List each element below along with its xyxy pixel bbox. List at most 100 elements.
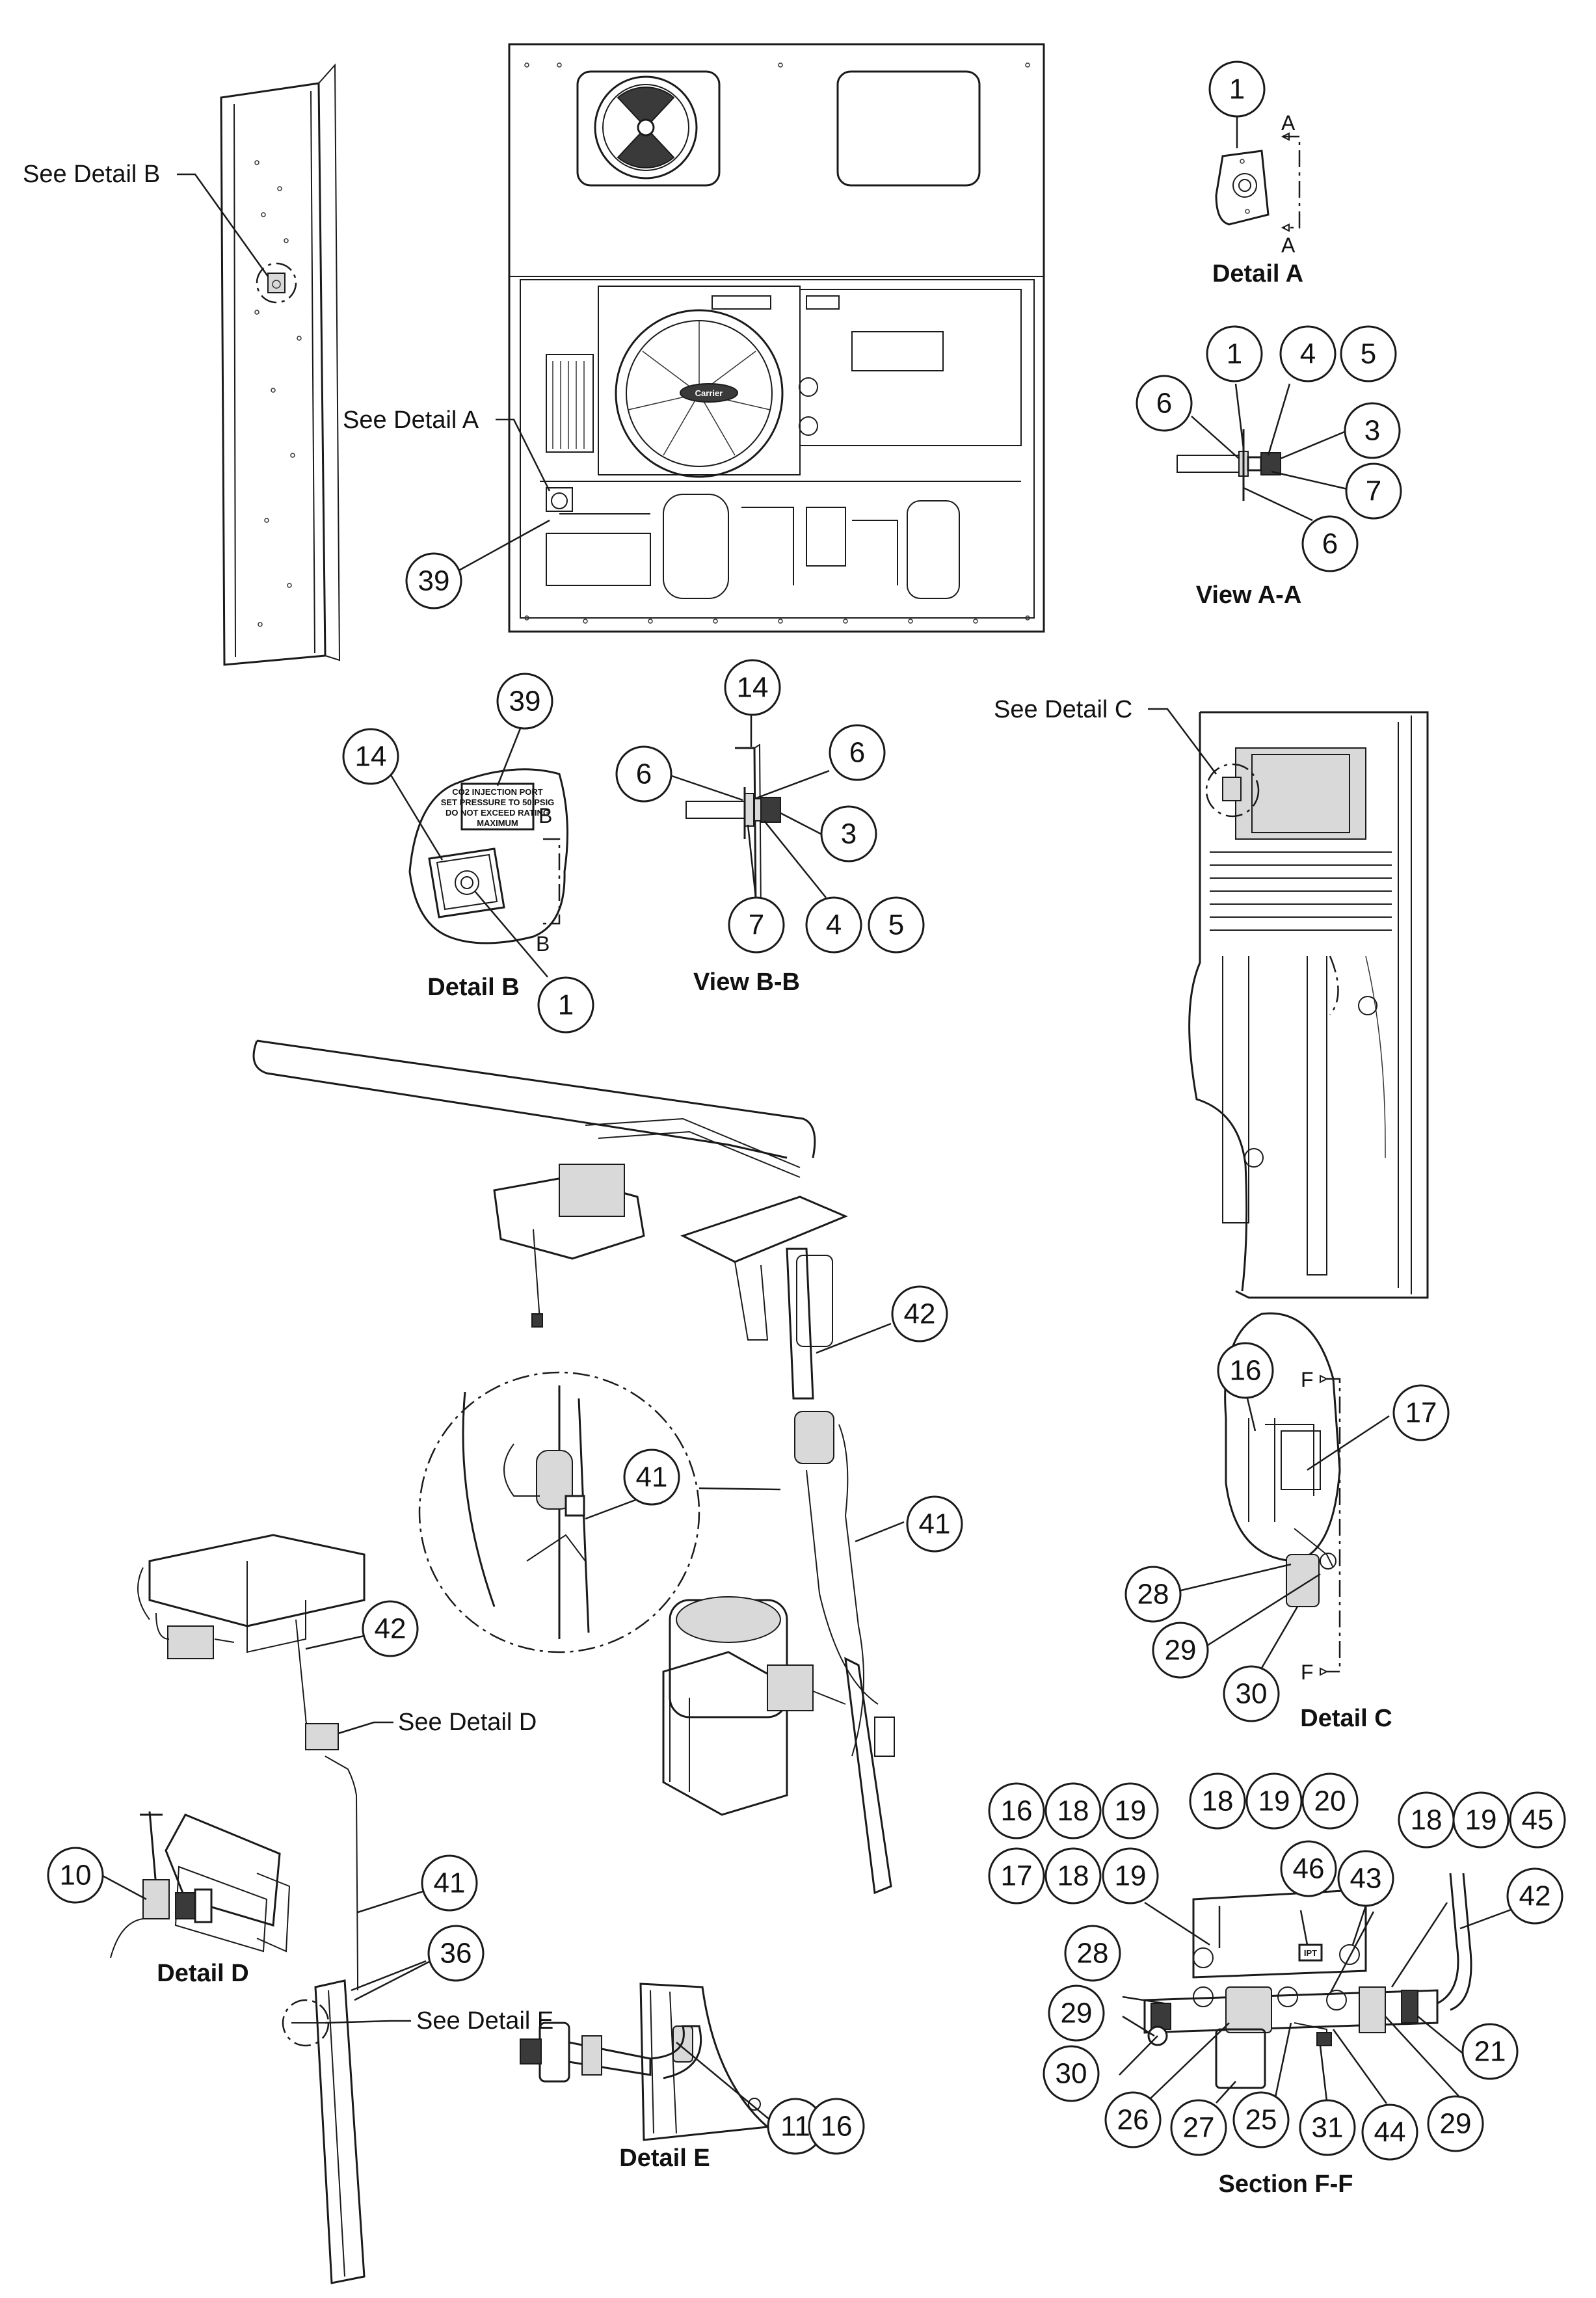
svg-text:18: 18 — [1057, 1795, 1089, 1827]
part-balloon: 19 — [1452, 1791, 1510, 1849]
part-balloon: 44 — [1361, 2104, 1418, 2161]
svg-text:26: 26 — [1117, 2104, 1149, 2136]
svg-text:10: 10 — [60, 1860, 92, 1891]
svg-text:25: 25 — [1245, 2104, 1277, 2136]
svg-text:19: 19 — [1115, 1795, 1147, 1827]
svg-text:19: 19 — [1465, 1804, 1497, 1836]
svg-text:16: 16 — [1230, 1355, 1262, 1387]
svg-text:42: 42 — [1519, 1880, 1551, 1912]
svg-text:18: 18 — [1411, 1804, 1443, 1836]
part-balloon: 29 — [1427, 2095, 1484, 2152]
svg-text:5: 5 — [888, 909, 904, 941]
svg-text:1: 1 — [558, 989, 574, 1021]
part-balloon: 42 — [1506, 1867, 1563, 1925]
svg-text:39: 39 — [509, 686, 541, 717]
svg-text:27: 27 — [1183, 2112, 1215, 2144]
svg-text:6: 6 — [1322, 528, 1338, 560]
unit-side-cutaway — [1188, 711, 1429, 1299]
svg-text:19: 19 — [1115, 1860, 1147, 1892]
part-balloon: 18 — [1044, 1782, 1102, 1839]
part-balloon: 30 — [1043, 2045, 1100, 2102]
part-balloon: 6 — [829, 724, 886, 781]
svg-text:17: 17 — [1001, 1860, 1033, 1892]
part-balloon: 28 — [1124, 1566, 1182, 1623]
detail-d: 10 Detail D — [47, 1811, 291, 1987]
part-balloon: 7 — [728, 896, 785, 954]
see-detail-e-callout: See Detail E — [325, 2007, 553, 2035]
see-detail-a-note: See Detail A — [343, 407, 479, 434]
see-detail-a-callout: See Detail A — [343, 407, 551, 492]
svg-text:16: 16 — [821, 2111, 853, 2143]
part-balloon: 28 — [1064, 1925, 1121, 1982]
part-balloon: 46 — [1280, 1840, 1337, 1897]
magnified-inset — [418, 1371, 781, 1653]
part-balloon: 31 — [1299, 2099, 1356, 2156]
view-aa: 1 4 5 6 3 7 6 View A-A — [1136, 325, 1402, 609]
part-balloon: 29 — [1152, 1622, 1209, 1679]
view-aa-caption: View A-A — [1196, 581, 1302, 609]
svg-text:3: 3 — [1364, 415, 1380, 447]
part-balloon: 19 — [1102, 1782, 1159, 1839]
part-balloon: 29 — [1048, 1984, 1105, 2042]
see-detail-d-note: See Detail D — [398, 1709, 537, 1736]
part-balloon: 4 — [805, 896, 862, 954]
svg-text:14: 14 — [355, 741, 387, 773]
part-balloon: 14 — [724, 659, 781, 716]
see-detail-b-note: See Detail B — [23, 161, 160, 188]
svg-text:7: 7 — [1366, 475, 1381, 507]
detail-c-caption: Detail C — [1300, 1705, 1392, 1732]
svg-text:41: 41 — [919, 1508, 951, 1540]
see-detail-b-callout: See Detail B — [23, 161, 269, 277]
carrier-logo-text: Carrier — [695, 388, 723, 398]
section-ff: IPT 16 — [988, 1772, 1566, 2198]
part-balloon: 4 — [1279, 325, 1337, 382]
unit-front-view: Carrier — [508, 43, 1045, 633]
see-detail-c-note: See Detail C — [994, 696, 1132, 723]
detail-d-caption: Detail D — [157, 1960, 248, 1987]
compressor-assembly — [662, 1596, 895, 1895]
svg-text:6: 6 — [849, 737, 865, 769]
svg-text:19: 19 — [1258, 1785, 1290, 1817]
part-balloon: 14 — [342, 728, 399, 785]
balloon-group-front: 39 — [405, 519, 550, 609]
part-balloon: 42 — [891, 1285, 948, 1343]
svg-text:1: 1 — [1227, 338, 1242, 370]
part-balloon: 25 — [1232, 2091, 1290, 2148]
balloon-36-callout — [351, 1960, 427, 1992]
svg-text:3: 3 — [841, 818, 857, 850]
part-balloon: 36 — [427, 1925, 485, 1982]
svg-text:5: 5 — [1361, 338, 1376, 370]
svg-text:29: 29 — [1061, 1997, 1093, 2029]
plate-line: DO NOT EXCEED RATING — [446, 808, 550, 818]
part-balloon: 16 — [1217, 1342, 1274, 1399]
part-balloon: 16 — [808, 2098, 865, 2155]
svg-text:28: 28 — [1137, 1579, 1169, 1610]
svg-text:21: 21 — [1474, 2036, 1506, 2068]
svg-text:4: 4 — [1300, 338, 1316, 370]
view-bb-caption: View B-B — [693, 969, 800, 996]
plate-line: SET PRESSURE TO 50 PSIG — [441, 797, 555, 807]
plate-line: MAXIMUM — [477, 818, 518, 828]
part-balloon: 7 — [1345, 462, 1402, 520]
part-balloon: 20 — [1301, 1772, 1359, 1830]
part-balloon: 18 — [1189, 1772, 1246, 1830]
svg-text:29: 29 — [1440, 2108, 1472, 2140]
part-balloon: 18 — [1044, 1847, 1102, 1904]
balloon-group-piping: 42 41 41 — [585, 1285, 963, 1553]
svg-text:45: 45 — [1522, 1804, 1554, 1836]
svg-text:31: 31 — [1312, 2112, 1344, 2144]
svg-text:42: 42 — [904, 1298, 936, 1330]
svg-text:18: 18 — [1202, 1785, 1234, 1817]
part-balloon: 27 — [1170, 2099, 1227, 2156]
part-balloon: 30 — [1223, 1665, 1280, 1722]
detail-e: 11 16 Detail E — [520, 1983, 865, 2172]
part-balloon: 41 — [906, 1495, 963, 1553]
part-balloon: 39 — [405, 552, 462, 609]
part-balloon: 16 — [988, 1782, 1045, 1839]
part-balloon: 1 — [537, 976, 594, 1034]
svg-text:30: 30 — [1056, 2058, 1087, 2090]
valve-bracket-assembly — [137, 1534, 366, 1659]
part-balloon: 19 — [1102, 1847, 1159, 1904]
detail-b: CO2 INJECTION PORT SET PRESSURE TO 50 PS… — [342, 673, 594, 1034]
